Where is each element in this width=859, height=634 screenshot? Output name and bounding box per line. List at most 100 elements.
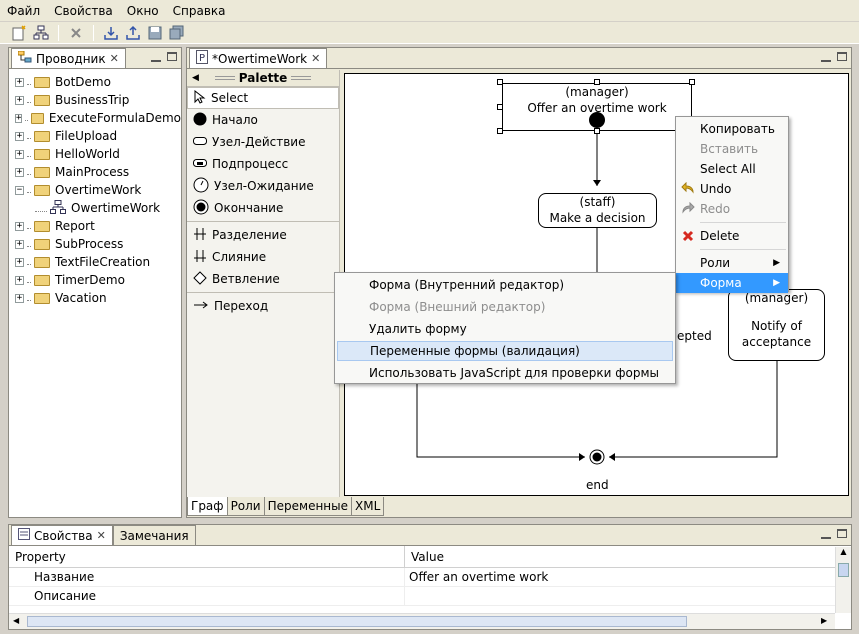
tab-variables[interactable]: Переменные [263, 497, 352, 516]
scroll-thumb[interactable] [838, 563, 849, 577]
palette-start[interactable]: Начало [187, 109, 339, 131]
property-value[interactable]: Offer an overtime work [409, 570, 549, 584]
property-value[interactable] [405, 587, 851, 605]
scroll-right-icon[interactable]: ▶ [821, 616, 828, 625]
close-icon[interactable]: ✕ [96, 529, 106, 542]
export-icon[interactable] [124, 24, 142, 42]
scroll-thumb[interactable] [27, 616, 687, 627]
expand-icon[interactable]: + [15, 76, 24, 87]
tab-owertimework[interactable]: P *OwertimeWork ✕ [189, 48, 328, 68]
tab-roles[interactable]: Роли [226, 497, 265, 516]
palette-select[interactable]: Select [187, 87, 339, 109]
menu-item-form-variables[interactable]: Переменные формы (валидация) [337, 341, 673, 361]
maximize-icon[interactable] [837, 529, 847, 538]
scroll-up-icon[interactable]: ▲ [840, 547, 847, 556]
menu-help[interactable]: Справка [172, 3, 226, 18]
minimize-icon[interactable] [151, 52, 161, 62]
expand-icon[interactable]: + [15, 274, 24, 285]
expand-icon[interactable]: + [15, 166, 24, 177]
expand-icon[interactable]: + [15, 256, 24, 267]
tab-explorer[interactable]: Проводник ✕ [11, 48, 126, 68]
maximize-icon[interactable] [167, 52, 177, 61]
expand-icon[interactable]: + [15, 148, 24, 159]
menu-item-redo[interactable]: Redo [676, 199, 788, 219]
close-icon[interactable]: ✕ [109, 52, 119, 65]
tree-item[interactable]: +HelloWorld [15, 145, 181, 163]
palette-fork[interactable]: Разделение [187, 224, 339, 246]
node-offer-overtime[interactable]: (manager) Offer an overtime work [502, 83, 692, 131]
palette-end[interactable]: Окончание [187, 197, 339, 219]
horizontal-scrollbar[interactable]: ◀ ▶ [9, 613, 835, 629]
selection-handle[interactable] [497, 104, 503, 110]
tab-xml[interactable]: XML [351, 497, 385, 516]
selection-handle[interactable] [689, 79, 695, 85]
drag-handle-icon[interactable] [214, 76, 235, 80]
import-icon[interactable] [102, 24, 120, 42]
menu-item-paste[interactable]: Вставить [700, 142, 759, 156]
tree-item[interactable]: +Vacation [15, 289, 181, 307]
save-all-icon[interactable] [168, 24, 186, 42]
menu-item-delete[interactable]: Delete [676, 226, 788, 246]
palette-transition[interactable]: Переход [187, 295, 339, 317]
minimize-icon[interactable] [821, 529, 831, 539]
tree-item[interactable]: +TextFileCreation [15, 253, 181, 271]
palette-subprocess[interactable]: Подпроцесс [187, 153, 339, 175]
menu-item-form-external[interactable]: Форма (Внешний редактор) [369, 300, 546, 314]
close-icon[interactable]: ✕ [311, 52, 321, 65]
tree-item[interactable]: +ExecuteFormulaDemo [15, 109, 181, 127]
tab-graph[interactable]: Граф [187, 497, 228, 516]
menu-item-form-internal[interactable]: Форма (Внутренний редактор) [369, 278, 564, 292]
menu-item-undo[interactable]: Undo [676, 179, 788, 199]
menu-item-delete-form[interactable]: Удалить форму [369, 322, 467, 336]
tree-item[interactable]: +Report [15, 217, 181, 235]
expand-icon[interactable]: + [15, 112, 23, 123]
palette-wait-node[interactable]: Узел-Ожидание [187, 175, 339, 197]
expand-icon[interactable]: + [15, 238, 24, 249]
scroll-left-icon[interactable]: ◀ [13, 616, 20, 625]
selection-handle[interactable] [497, 79, 503, 85]
menu-window[interactable]: Окно [126, 3, 159, 18]
tree-item[interactable]: +BusinessTrip [15, 91, 181, 109]
col-value[interactable]: Value [411, 550, 444, 564]
menu-item-select-all[interactable]: Select All [700, 162, 756, 176]
menu-item-copy[interactable]: Копировать [700, 122, 775, 136]
palette-decision[interactable]: Ветвление [187, 268, 339, 290]
selection-handle[interactable] [497, 128, 503, 134]
palette-join[interactable]: Слияние [187, 246, 339, 268]
expand-icon[interactable]: + [15, 130, 24, 141]
expand-icon[interactable]: + [15, 220, 24, 231]
tab-properties[interactable]: Свойства ✕ [11, 525, 113, 545]
new-project-icon[interactable] [10, 24, 28, 42]
new-process-icon[interactable] [32, 24, 50, 42]
tree-item[interactable]: +BotDemo [15, 73, 181, 91]
menu-item-roles[interactable]: Роли ▶ [700, 256, 780, 270]
selection-handle[interactable] [594, 79, 600, 85]
save-icon[interactable] [146, 24, 164, 42]
menu-item-form[interactable]: Форма ▶ [676, 273, 788, 293]
menu-item-use-javascript[interactable]: Использовать JavaScript для проверки фор… [369, 366, 659, 380]
col-property[interactable]: Property [9, 546, 405, 567]
tree-item[interactable]: +SubProcess [15, 235, 181, 253]
node-make-decision[interactable]: (staff) Make a decision [538, 193, 657, 228]
minimize-icon[interactable] [821, 52, 831, 62]
expand-icon[interactable]: + [15, 292, 24, 303]
tree-item[interactable]: +MainProcess [15, 163, 181, 181]
vertical-scrollbar[interactable]: ▲ [835, 547, 851, 613]
delete-icon[interactable] [67, 24, 85, 42]
maximize-icon[interactable] [837, 52, 847, 61]
node-notify-acceptance[interactable]: (manager) Notify of acceptance [728, 289, 825, 361]
tree-item[interactable]: −OvertimeWork [15, 181, 181, 199]
tree-item[interactable]: +FileUpload [15, 127, 181, 145]
tree-item[interactable]: +TimerDemo [15, 271, 181, 289]
table-row[interactable]: Название Offer an overtime work [9, 568, 851, 587]
menu-properties[interactable]: Свойства [54, 3, 113, 18]
tree-item[interactable]: OwertimeWork [15, 199, 181, 217]
selection-handle[interactable] [594, 128, 600, 134]
menu-file[interactable]: Файл [7, 3, 41, 18]
tab-problems[interactable]: Замечания [112, 525, 196, 545]
table-row[interactable]: Описание [9, 587, 851, 606]
collapse-icon[interactable]: − [15, 184, 24, 195]
expand-icon[interactable]: + [15, 94, 24, 105]
palette-collapse-icon[interactable]: ◀ [192, 73, 199, 83]
drag-handle-icon[interactable] [291, 76, 312, 80]
